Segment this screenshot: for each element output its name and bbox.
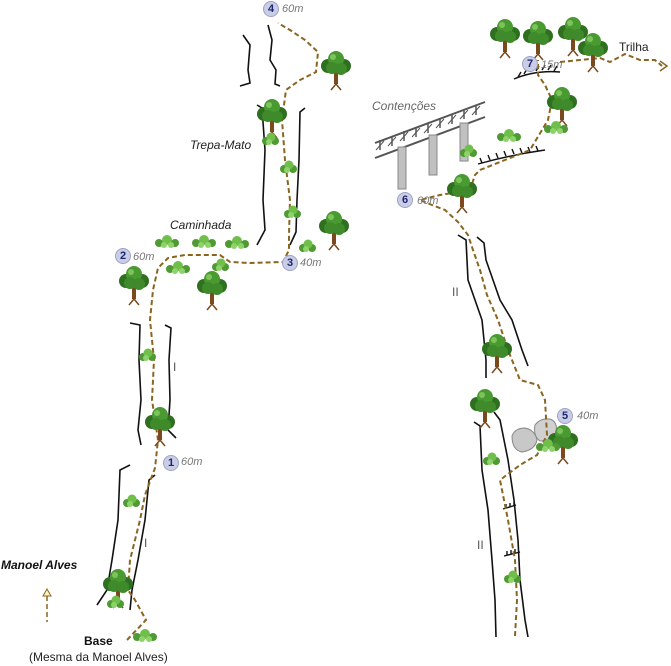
rock-line (267, 24, 281, 87)
grade-label: II (452, 285, 459, 299)
contencoes-label: Contenções (372, 99, 437, 113)
bush (192, 235, 216, 248)
manoel-alves-arrow-icon (42, 587, 52, 597)
bush (280, 160, 297, 173)
belay-distance-5: 40m (577, 410, 599, 422)
bush (284, 205, 301, 218)
bushes (107, 121, 568, 642)
tree (522, 20, 554, 61)
ledge (513, 70, 561, 80)
base-label: Base (84, 634, 113, 648)
caminhada-label: Caminhada (170, 218, 232, 232)
tree (318, 210, 350, 251)
bush (155, 235, 179, 248)
belay-distance-3: 40m (300, 257, 322, 269)
tree (118, 265, 150, 306)
belay-distance-4: 60m (282, 3, 304, 15)
trilha-path (559, 52, 663, 67)
rock-line (476, 236, 529, 367)
bush (133, 629, 157, 642)
rock-line (239, 34, 251, 87)
bush (107, 595, 124, 608)
grade-label: I (173, 360, 177, 374)
rock-line (256, 104, 266, 246)
tree (489, 18, 521, 59)
trepa-mato-label: Trepa-Mato (190, 138, 252, 152)
bush (166, 261, 190, 274)
rock-line (129, 322, 142, 446)
belay-badge-7: 7 (522, 56, 538, 72)
base-note-label: (Mesma da Manoel Alves) (29, 650, 168, 664)
belay-distance-1: 60m (181, 456, 203, 468)
bush (504, 570, 521, 583)
tree (256, 98, 288, 139)
tree (320, 50, 352, 91)
ledge (477, 149, 546, 165)
bush (483, 452, 500, 465)
rock-line (493, 411, 529, 638)
rock-line (96, 464, 131, 606)
boulder (511, 427, 538, 453)
ledges (477, 64, 561, 557)
tree (144, 406, 176, 447)
belay-badge-2: 2 (115, 248, 131, 264)
rock-line (457, 234, 487, 378)
rock-line (129, 474, 156, 611)
bush (123, 494, 140, 507)
belay-distance-2: 60m (133, 251, 155, 263)
trilha-arrow-icon (659, 60, 669, 72)
belay-distance-6: 60m (417, 195, 439, 207)
route-left (126, 22, 320, 641)
belay-badge-6: 6 (397, 192, 413, 208)
bush (497, 129, 521, 142)
grade-label: II (477, 538, 484, 552)
belay-badge-4: 4 (263, 1, 279, 17)
tree (196, 270, 228, 311)
contencoes-structure (374, 101, 486, 190)
bush (225, 236, 249, 249)
trilha-label: Trilha (619, 40, 649, 54)
grade-label: I (144, 536, 148, 550)
bush (299, 239, 316, 252)
ledge (503, 551, 521, 557)
rock-line (289, 107, 306, 246)
rock-line (473, 421, 497, 638)
belay-badge-5: 5 (557, 408, 573, 424)
belay-badge-3: 3 (282, 255, 298, 271)
route-path (46, 22, 663, 641)
rock-line (164, 324, 177, 439)
trees (102, 16, 609, 609)
manoel-alves-label: Manoel Alves (1, 558, 78, 572)
belay-distance-7: 15m (541, 59, 563, 71)
rock-lines (96, 24, 529, 638)
tree (546, 86, 578, 127)
belay-badge-1: 1 (163, 455, 179, 471)
route-right (416, 60, 554, 637)
